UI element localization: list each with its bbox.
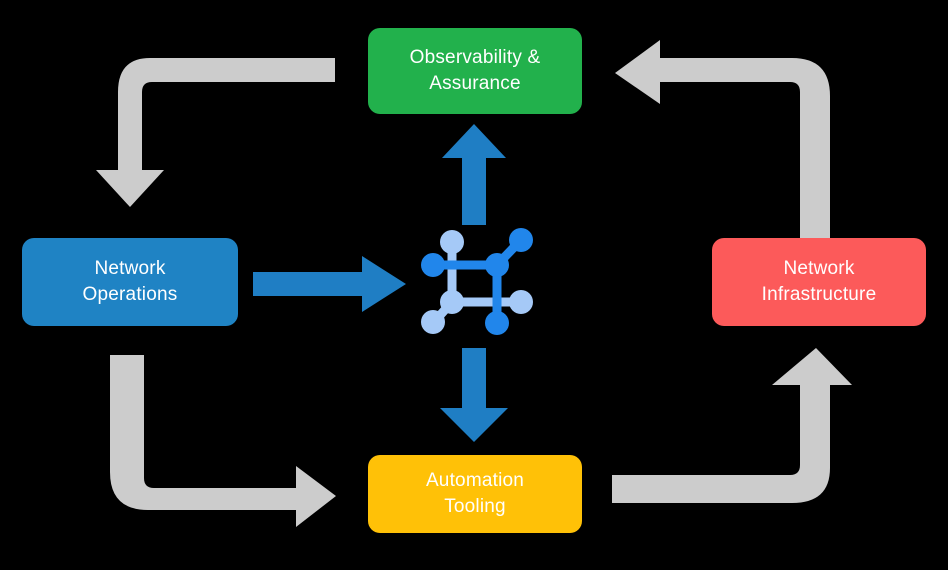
topology-nodes-dark [421,228,533,335]
arrow-automation-to-infrastructure [612,348,852,503]
topology-nodes-light [421,230,533,334]
node-box-operations[interactable]: Network Operations [22,238,238,326]
node-box-observability[interactable]: Observability & Assurance [368,28,582,114]
arrow-center-to-observability [442,124,506,225]
node-box-automation[interactable]: Automation Tooling [368,455,582,533]
node-label-operations: Network Operations [82,258,178,305]
arrow-center-to-automation [440,348,508,442]
arrow-infrastructure-to-observability [615,40,830,238]
node-label-infrastructure: Network Infrastructure [761,258,877,305]
arrow-operations-to-automation [110,355,336,527]
node-label-observability: Observability & Assurance [409,47,541,94]
node-label-automation: Automation Tooling [425,470,525,517]
node-box-infrastructure[interactable]: Network Infrastructure [712,238,926,326]
arrow-observability-to-operations [96,58,335,207]
arrow-operations-to-center [253,256,406,312]
